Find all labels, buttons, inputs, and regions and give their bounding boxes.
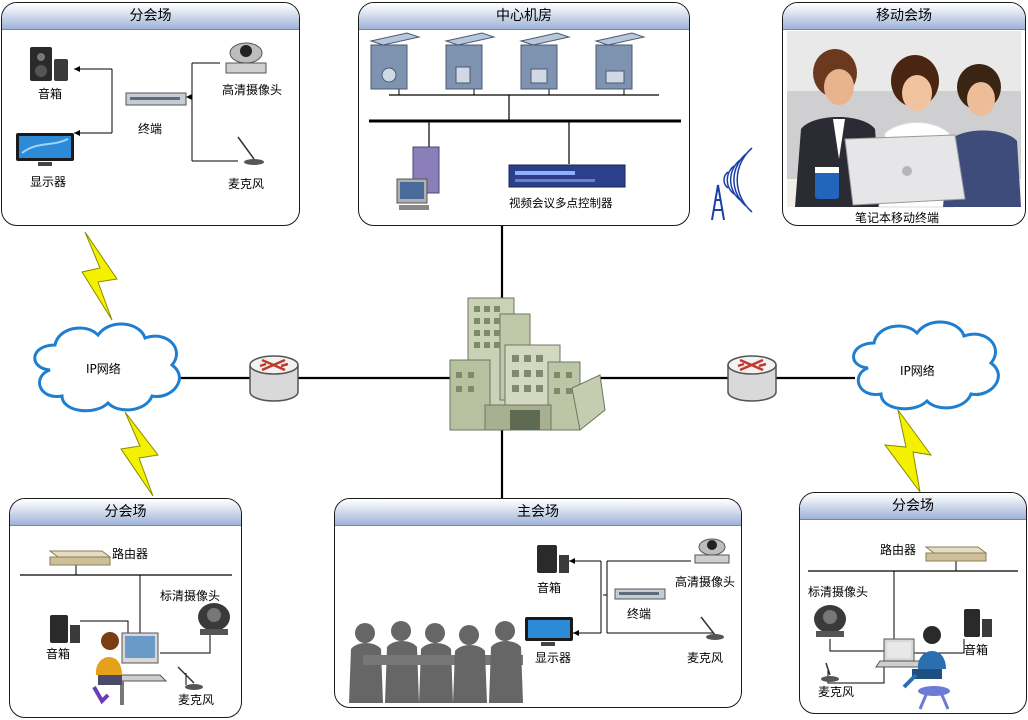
user-at-computer-icon: [875, 626, 950, 710]
wireless-bolt-bottom-left: [120, 411, 159, 497]
audience-silhouette: [349, 621, 523, 703]
mobile-caption: 笔记本移动终端: [855, 211, 940, 225]
hd-camera-icon: [694, 538, 730, 564]
wireless-bolt-top-left: [81, 231, 118, 321]
panel-title: 移动会场: [783, 3, 1025, 30]
branch-venue-top-left-panel: 分会场: [1, 2, 300, 226]
display-label: 显示器: [30, 175, 67, 189]
wireless-bolt-right: [883, 409, 933, 493]
display-icon: [16, 133, 74, 166]
speaker-icon: [30, 47, 68, 81]
microphone-label: 麦克风: [178, 693, 215, 707]
main-venue-panel: 主会场: [334, 498, 742, 708]
branch-bottom-right-diagram: [808, 546, 1018, 710]
branch-venue-bottom-left-panel: 分会场: [9, 498, 242, 718]
sd-camera-icon: [814, 605, 846, 637]
headquarters-building-icon: [449, 297, 606, 431]
speaker-label: 音箱: [38, 87, 63, 101]
router-right-icon: [727, 355, 777, 402]
hd-camera-icon: [225, 42, 267, 74]
microphone-label: 麦克风: [228, 177, 265, 191]
wireless-tower-icon: [711, 147, 753, 221]
server-icon: [444, 32, 496, 90]
panel-title: 分会场: [10, 499, 241, 526]
hd-camera-label: 高清摄像头: [675, 575, 736, 589]
branch-venue-bottom-right-panel: 分会场: [799, 492, 1027, 714]
terminal-icon: [125, 92, 187, 106]
terminal-icon: [614, 588, 666, 600]
ip-network-label-left: IP网络: [86, 362, 121, 376]
router-label: 路由器: [112, 547, 149, 561]
router-label: 路由器: [880, 543, 917, 557]
mcu-label: 视频会议多点控制器: [509, 196, 613, 210]
ip-network-label-right: IP网络: [900, 364, 935, 378]
panel-title: 主会场: [335, 499, 741, 526]
microphone-icon: [177, 666, 203, 690]
coffee-cup-icon: [815, 167, 839, 199]
panel-title: 分会场: [2, 3, 299, 30]
server-icon: [594, 32, 646, 90]
sd-camera-icon: [198, 603, 230, 635]
microphone-icon: [821, 662, 839, 682]
panel-title: 分会场: [800, 493, 1026, 520]
terminal-label: 终端: [138, 122, 163, 136]
microphone-label: 麦克风: [818, 685, 855, 699]
branch-top-left-diagram: [16, 42, 267, 166]
center-room-panel: 中心机房: [358, 2, 690, 226]
speaker-label: 音箱: [46, 647, 71, 661]
center-room-diagram: [369, 32, 681, 210]
microphone-icon: [237, 136, 264, 165]
sd-camera-label: 标清摄像头: [808, 585, 869, 599]
microphone-icon: [700, 616, 724, 640]
microphone-label: 麦克风: [687, 651, 724, 665]
speaker-label: 音箱: [537, 581, 562, 595]
branch-bottom-left-diagram: [20, 550, 232, 705]
workstation-icon: [396, 146, 440, 210]
laptop-icon: [844, 134, 966, 206]
terminal-label: 终端: [627, 607, 652, 621]
mcu-icon: [508, 164, 626, 188]
panel-title: 中心机房: [359, 3, 689, 30]
router-icon: [48, 550, 112, 566]
router-left-icon: [249, 355, 299, 402]
speaker-label: 音箱: [964, 643, 989, 657]
speaker-icon: [964, 609, 992, 637]
main-venue-diagram: [349, 538, 730, 703]
display-icon: [525, 617, 573, 646]
mobile-venue-photo: [787, 31, 1021, 208]
speaker-icon: [50, 615, 80, 643]
speaker-icon: [537, 545, 569, 573]
router-icon: [924, 546, 988, 562]
hd-camera-label: 高清摄像头: [222, 83, 283, 97]
ip-network-cloud-left: [33, 322, 181, 413]
ip-network-cloud-right: [852, 320, 1000, 411]
mobile-venue-panel: 移动会场 笔记本移动终端: [782, 2, 1026, 226]
server-icon: [369, 32, 421, 90]
user-at-computer-icon: [92, 632, 168, 705]
sd-camera-label: 标清摄像头: [160, 589, 221, 603]
display-label: 显示器: [535, 651, 572, 665]
server-icon: [519, 32, 571, 90]
